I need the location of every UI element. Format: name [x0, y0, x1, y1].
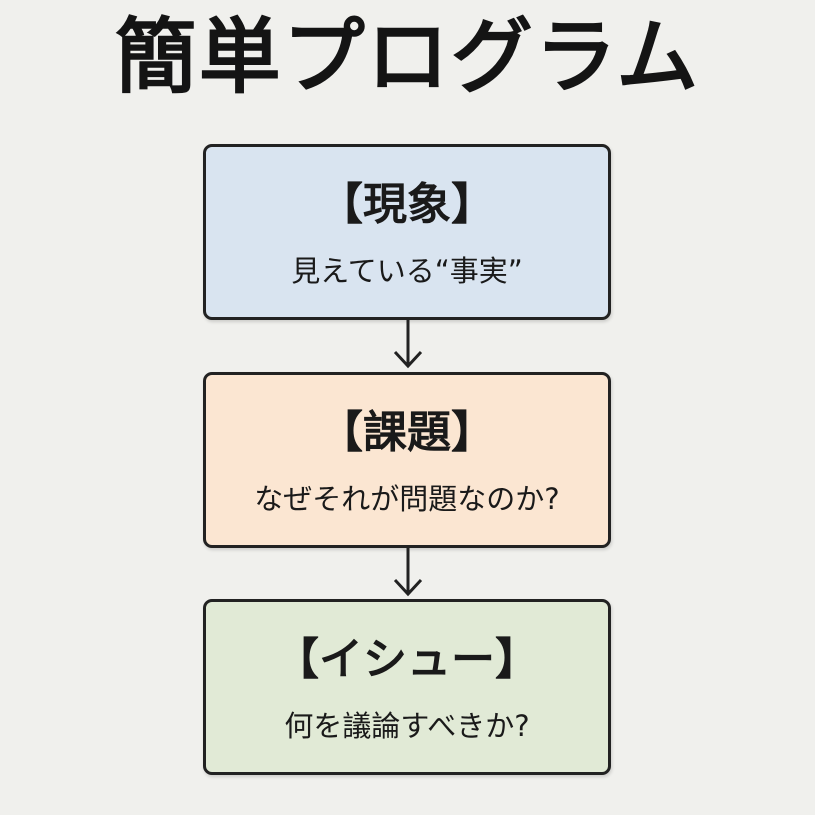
box-subtitle: 何を議論すべきか?	[284, 709, 530, 743]
arrow-down-icon	[393, 546, 423, 597]
arrow-down-icon	[393, 318, 423, 369]
box-heading: 【イシュー】	[275, 634, 539, 685]
box-heading: 【現象】	[319, 179, 495, 230]
box-problem: 【課題】 なぜそれが問題なのか?	[203, 372, 611, 548]
box-heading: 【課題】	[319, 407, 495, 458]
page-title: 簡単プログラム	[114, 10, 701, 105]
box-phenomenon: 【現象】 見えている“事実”	[203, 144, 611, 320]
box-subtitle: 見えている“事実”	[291, 254, 523, 288]
box-subtitle: なぜそれが問題なのか?	[254, 482, 560, 516]
box-issue: 【イシュー】 何を議論すべきか?	[203, 599, 611, 775]
